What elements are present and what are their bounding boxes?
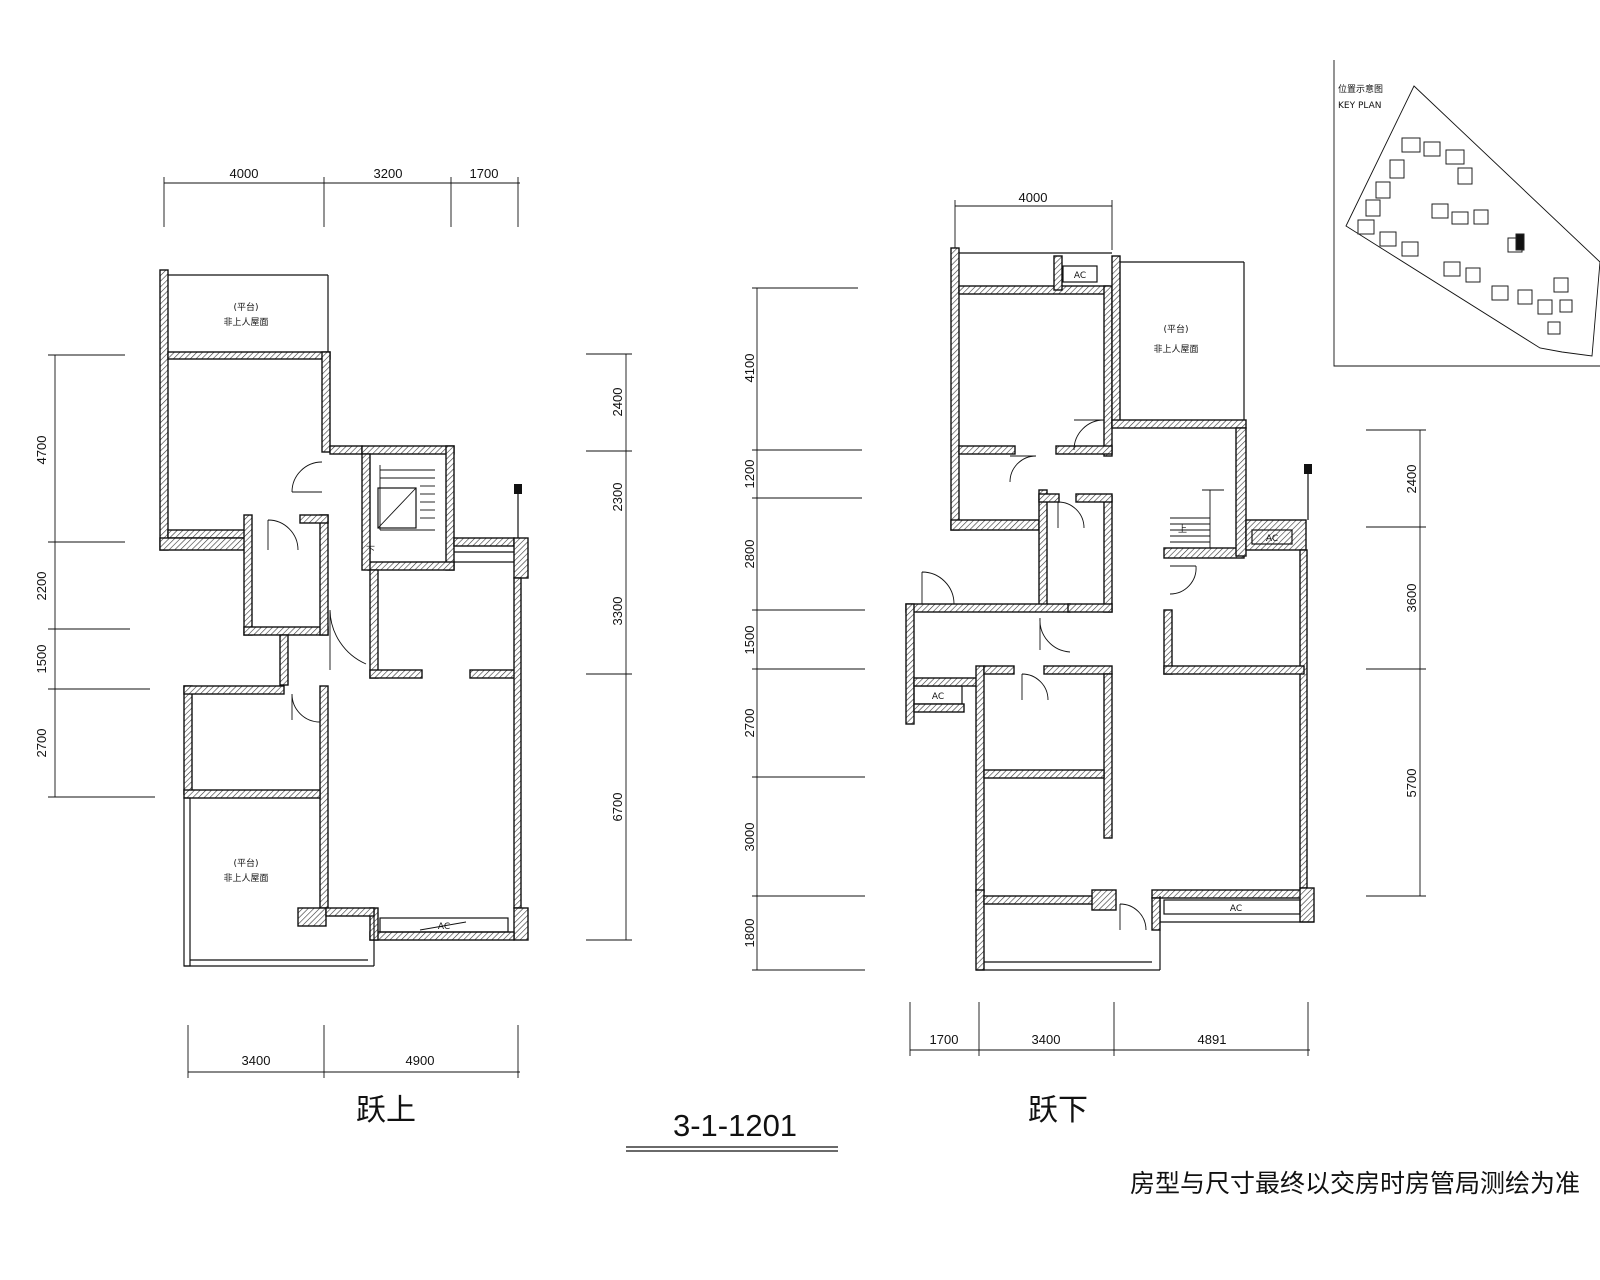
lower-dim-right-3: 5700 [1404,769,1419,798]
lower-dim-right-2: 3600 [1404,584,1419,613]
upper-terrace-bottom-label-2: 非上人屋面 [223,872,268,884]
upper-top-dimensions: 4000 3200 1700 [163,166,520,227]
upper-floor-plan: 4000 3200 1700 4700 2200 1500 2700 2400 … [34,166,632,1128]
upper-right-dimensions: 2400 2300 3300 6700 [586,353,632,941]
upper-dim-left-1: 4700 [34,436,49,465]
lower-floor-plan: 4000 4100 1200 2800 1500 2700 3000 1800 [742,190,1426,1128]
lower-stair-label: 上 [1178,524,1187,535]
lower-top-dimensions: 4000 [954,190,1113,250]
upper-floor-label: 跃上 [356,1093,416,1128]
lower-ac-label-2: AC [1266,534,1278,544]
upper-walls: 下 [159,269,529,967]
lower-dim-bottom-3: 4891 [1198,1032,1227,1047]
upper-terrace-bottom-label-1: (平台) [233,857,258,869]
key-plan-title-en: KEY PLAN [1338,101,1381,111]
lower-dim-left-5: 2700 [742,709,757,738]
upper-stair-label: 下 [366,546,375,556]
lower-ac-label-4: AC [1230,904,1242,914]
lower-dim-left-7: 1800 [742,919,757,948]
upper-terrace-top-label-2: 非上人屋面 [223,316,268,328]
lower-dim-bottom-1: 1700 [930,1032,959,1047]
upper-dim-left-2: 2200 [34,572,49,601]
lower-terrace-label-1: (平台) [1163,323,1188,335]
lower-ac-label-1: AC [1074,271,1086,281]
upper-dim-right-4: 6700 [610,793,625,822]
lower-dim-left-1: 4100 [742,354,757,383]
lower-dim-left-6: 3000 [742,823,757,852]
upper-dim-right-3: 3300 [610,597,625,626]
key-plan-buildings [1357,137,1573,335]
lower-terrace-label-2: 非上人屋面 [1153,343,1198,355]
lower-ac-label-3: AC [932,692,944,702]
lower-dim-right-1: 2400 [1404,465,1419,494]
upper-dim-top-1: 4000 [230,166,259,181]
upper-bottom-dimensions: 3400 4900 [187,1025,520,1078]
plan-code-block: 3-1-1201 [626,1108,838,1152]
lower-right-dimensions: 2400 3600 5700 [1366,429,1426,897]
upper-dim-bottom-2: 4900 [406,1053,435,1068]
lower-dim-bottom-2: 3400 [1032,1032,1061,1047]
lower-floor-label: 跃下 [1028,1093,1088,1128]
upper-terrace-top-label-1: (平台) [233,301,258,313]
upper-dim-left-4: 2700 [34,729,49,758]
upper-left-dimensions: 4700 2200 1500 2700 [34,354,155,798]
lower-dim-left-2: 1200 [742,460,757,489]
disclaimer-note: 房型与尺寸最终以交房时房管局测绘为准 [1130,1169,1580,1198]
plan-code: 3-1-1201 [673,1108,797,1143]
upper-dim-right-2: 2300 [610,483,625,512]
upper-ac-label: AC [438,922,450,932]
lower-dim-left-4: 1500 [742,626,757,655]
upper-dim-top-2: 3200 [374,166,403,181]
lower-dim-left-3: 2800 [742,540,757,569]
upper-dim-left-3: 1500 [34,645,49,674]
upper-dim-right-1: 2400 [610,388,625,417]
upper-dim-top-3: 1700 [470,166,499,181]
key-plan: 位置示意图 KEY PLAN [1333,60,1600,367]
lower-left-dimensions: 4100 1200 2800 1500 2700 3000 1800 [742,287,865,971]
key-plan-site-outline [1345,85,1600,357]
lower-dim-top-1: 4000 [1019,190,1048,205]
key-plan-title-cn: 位置示意图 [1338,83,1383,95]
lower-walls: AC 上 [905,247,1315,971]
upper-dim-bottom-1: 3400 [242,1053,271,1068]
lower-bottom-dimensions: 1700 3400 4891 [909,1002,1310,1056]
